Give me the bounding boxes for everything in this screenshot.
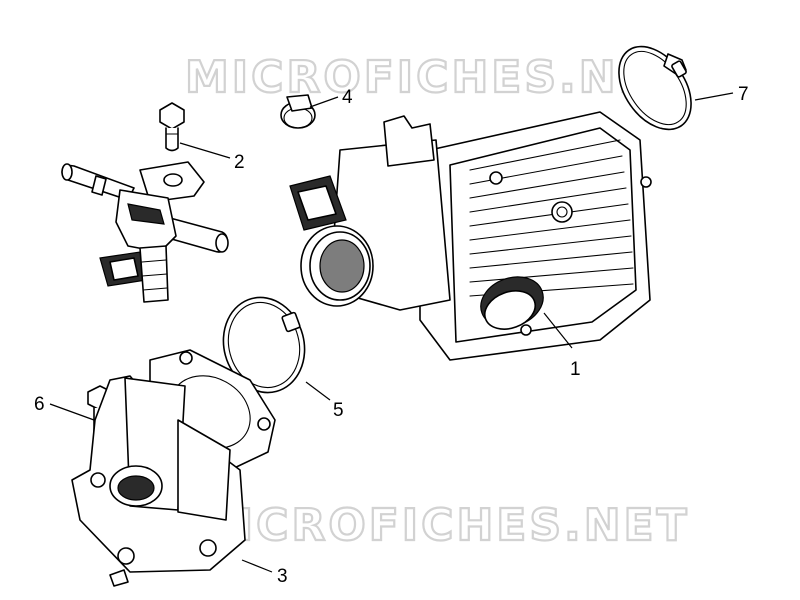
- callout-3: 3: [277, 566, 288, 587]
- clamp-small[interactable]: [280, 94, 316, 129]
- callout-4: 4: [342, 87, 353, 108]
- callout-2: 2: [234, 152, 245, 173]
- callout-5: 5: [333, 400, 344, 421]
- callout-7: 7: [738, 84, 749, 105]
- watermark-top: MICROFICHES.NET: [185, 52, 685, 103]
- clamp-large[interactable]: [604, 33, 706, 143]
- screw-upper[interactable]: [159, 102, 185, 152]
- leader-lines: [49, 92, 734, 573]
- fuel-injector-assembly[interactable]: [61, 161, 229, 303]
- watermark-bottom: MICROFICHES.NET: [190, 500, 690, 551]
- intake-manifold[interactable]: [71, 349, 276, 587]
- throttle-body[interactable]: [289, 111, 652, 361]
- callout-6: 6: [34, 394, 45, 415]
- clamp-medium[interactable]: [213, 288, 315, 401]
- callout-1: 1: [570, 359, 581, 380]
